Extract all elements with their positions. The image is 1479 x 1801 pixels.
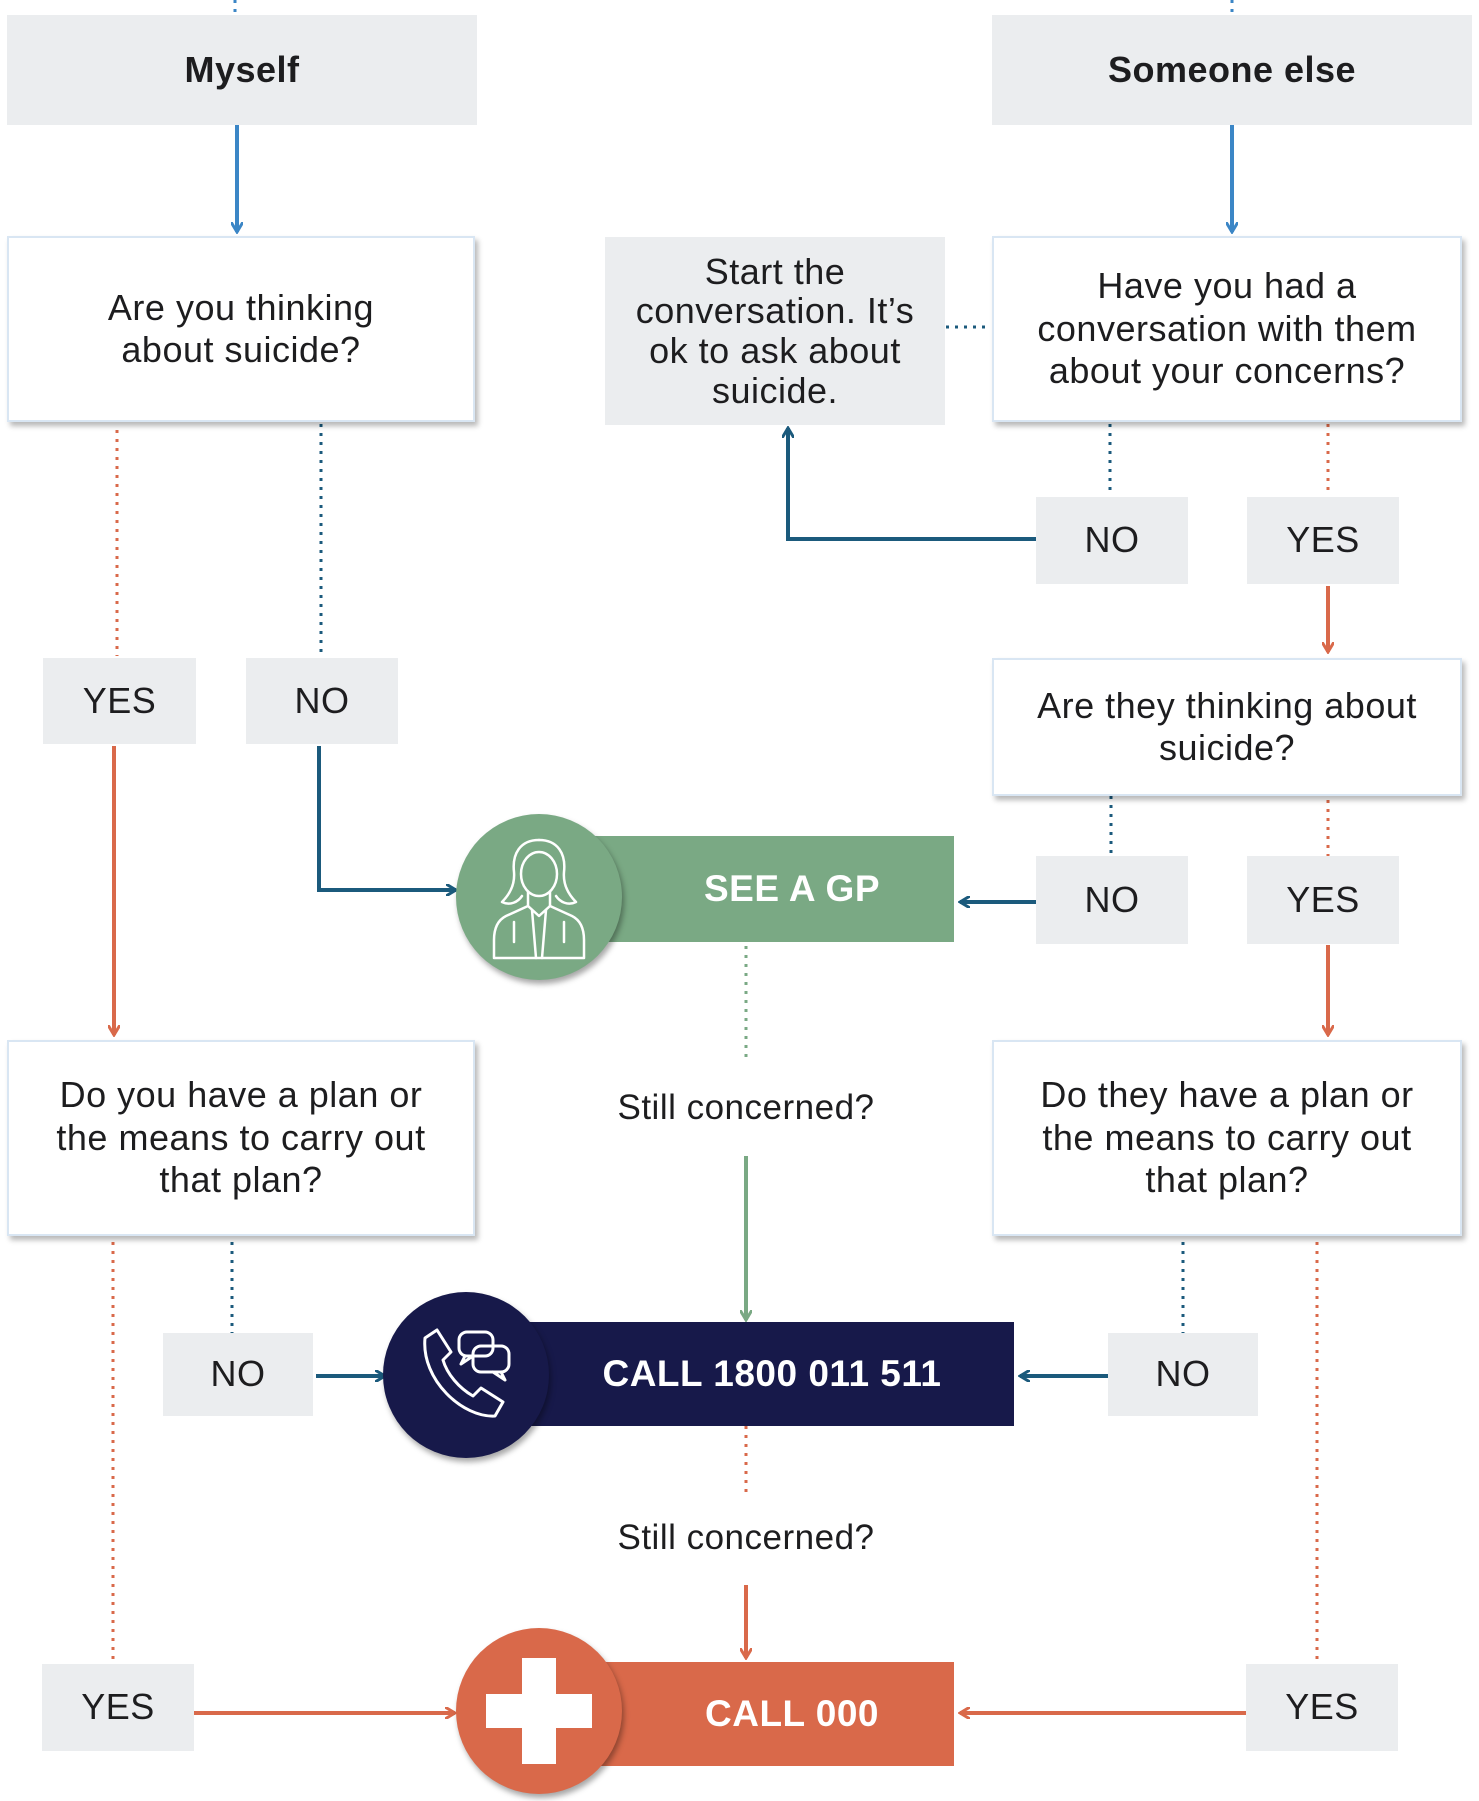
answer-no: NO bbox=[1108, 1333, 1258, 1416]
answer-yes: YES bbox=[1247, 856, 1399, 944]
emergency-label: CALL 000 bbox=[705, 1693, 879, 1734]
someone-else-header: Someone else bbox=[992, 15, 1472, 125]
emergency-banner: CALL 000 bbox=[590, 1662, 954, 1766]
question-are-they-thinking: Are they thinking about suicide? bbox=[992, 658, 1462, 796]
arrow-conv-no-to-start bbox=[788, 428, 1036, 541]
start-conversation-box: Start the conversation. It’s ok to ask a… bbox=[605, 237, 945, 425]
myself-header: Myself bbox=[7, 15, 477, 125]
see-gp-banner: SEE A GP bbox=[590, 836, 954, 942]
answer-no: NO bbox=[1036, 856, 1188, 944]
helpline-banner: CALL 1800 011 511 bbox=[500, 1322, 1014, 1426]
question-are-you-thinking: Are you thinking about suicide? bbox=[7, 236, 475, 422]
answer-no: NO bbox=[1036, 497, 1188, 584]
question-do-you-have-plan: Do you have a plan or the means to carry… bbox=[7, 1040, 475, 1236]
answer-yes: YES bbox=[43, 658, 196, 744]
still-concerned-text: Still concerned? bbox=[617, 1088, 875, 1128]
answer-no: NO bbox=[163, 1333, 313, 1416]
answer-yes: YES bbox=[1247, 497, 1399, 584]
helpline-label: CALL 1800 011 511 bbox=[602, 1353, 942, 1394]
arrow-no-to-gp bbox=[317, 746, 456, 890]
answer-yes: YES bbox=[42, 1664, 194, 1751]
phone-chat-icon bbox=[383, 1292, 549, 1458]
doctor-icon bbox=[456, 814, 622, 980]
still-concerned-text: Still concerned? bbox=[617, 1518, 875, 1558]
medical-cross-icon bbox=[456, 1628, 622, 1794]
answer-no: NO bbox=[246, 658, 398, 744]
question-do-they-have-plan: Do they have a plan or the means to carr… bbox=[992, 1040, 1462, 1236]
answer-yes: YES bbox=[1246, 1664, 1398, 1751]
see-gp-label: SEE A GP bbox=[703, 868, 881, 909]
question-had-conversation: Have you had a conversation with them ab… bbox=[992, 236, 1462, 422]
